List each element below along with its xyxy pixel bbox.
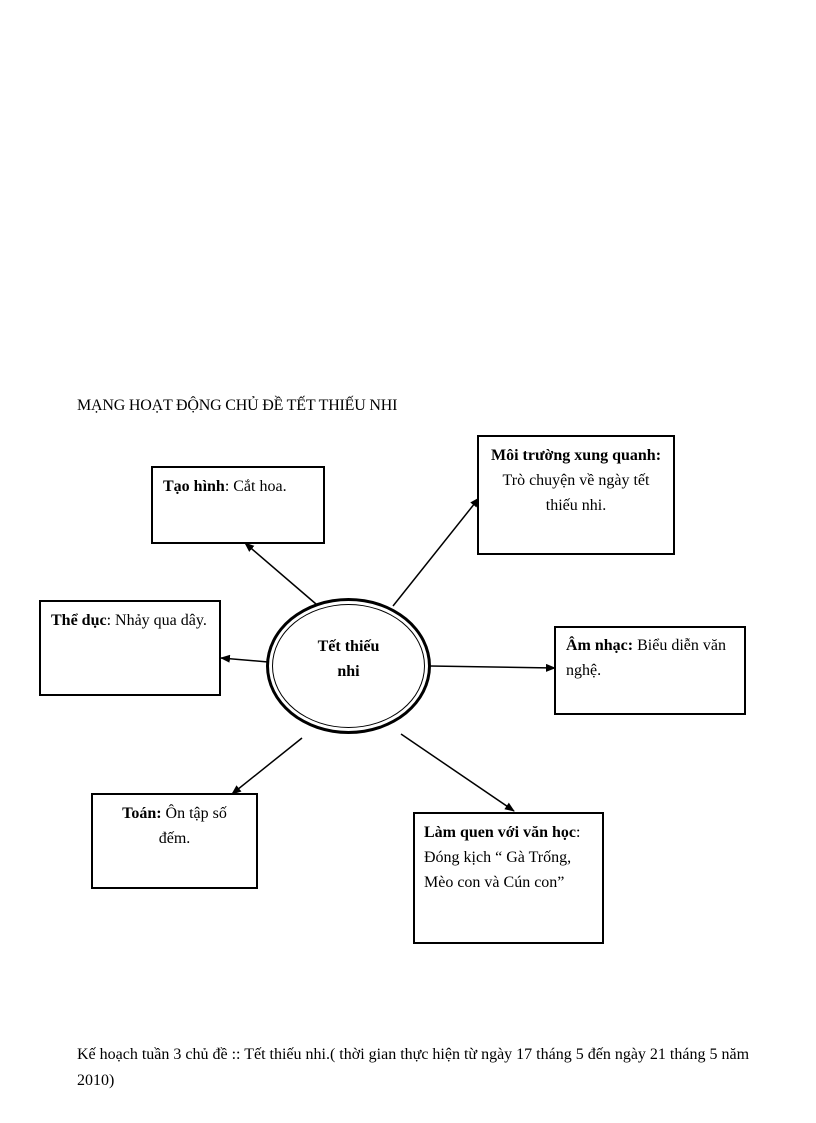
arrow-the-duc: [220, 654, 269, 663]
node-van-hoc-label: Làm quen với văn học: [424, 824, 576, 841]
node-moi-truong-text: Trò chuyện về ngày tết thiếu nhi.: [502, 472, 650, 514]
node-toan-text: Ôn tập số đếm.: [158, 805, 227, 847]
center-topic-label: Tết thiếu nhi: [269, 634, 428, 684]
week-plan-note: Kế hoạch tuần 3 chủ đề :: Tết thiếu nhi.…: [77, 1046, 750, 1089]
arrow-van-hoc: [400, 733, 515, 812]
node-am-nhac-label: Âm nhạc:: [566, 637, 634, 654]
arrow-tao-hinh: [244, 542, 317, 605]
node-am-nhac-text: Biểu diễn văn nghệ.: [566, 637, 726, 679]
node-am-nhac: Âm nhạc: Biểu diễn văn nghệ.: [554, 626, 746, 715]
node-van-hoc: Làm quen với văn học: Đóng kịch “ Gà Trố…: [413, 812, 604, 944]
diagram-title: MẠNG HOẠT ĐỘNG CHỦ ĐỀ TẾT THIẾU NHI: [77, 397, 398, 414]
arrow-am-nhac: [429, 663, 556, 672]
center-topic-line2: nhi: [337, 663, 360, 680]
node-tao-hinh: Tạo hình: Cắt hoa.: [151, 466, 325, 544]
node-the-duc: Thể dục: Nhảy qua dây.: [39, 600, 221, 696]
center-topic-ellipse: Tết thiếu nhi: [266, 598, 431, 734]
node-tao-hinh-text: : Cắt hoa.: [224, 478, 287, 495]
node-moi-truong: Môi trường xung quanh: Trò chuyện về ngà…: [477, 435, 675, 555]
node-toan: Toán: Ôn tập số đếm.: [91, 793, 258, 889]
center-topic-line1: Tết thiếu: [317, 638, 380, 655]
node-toan-label: Toán:: [122, 805, 162, 822]
arrow-toan: [231, 737, 303, 795]
node-moi-truong-label: Môi trường xung quanh:: [490, 447, 662, 464]
node-the-duc-label: Thể dục: [51, 612, 107, 629]
node-the-duc-text: : Nhảy qua dây.: [106, 612, 207, 629]
arrow-moi-truong: [392, 497, 480, 607]
node-van-hoc-text: : Đóng kịch “ Gà Trống, Mèo con và Cún c…: [424, 824, 581, 891]
node-tao-hinh-label: Tạo hình: [163, 478, 225, 495]
